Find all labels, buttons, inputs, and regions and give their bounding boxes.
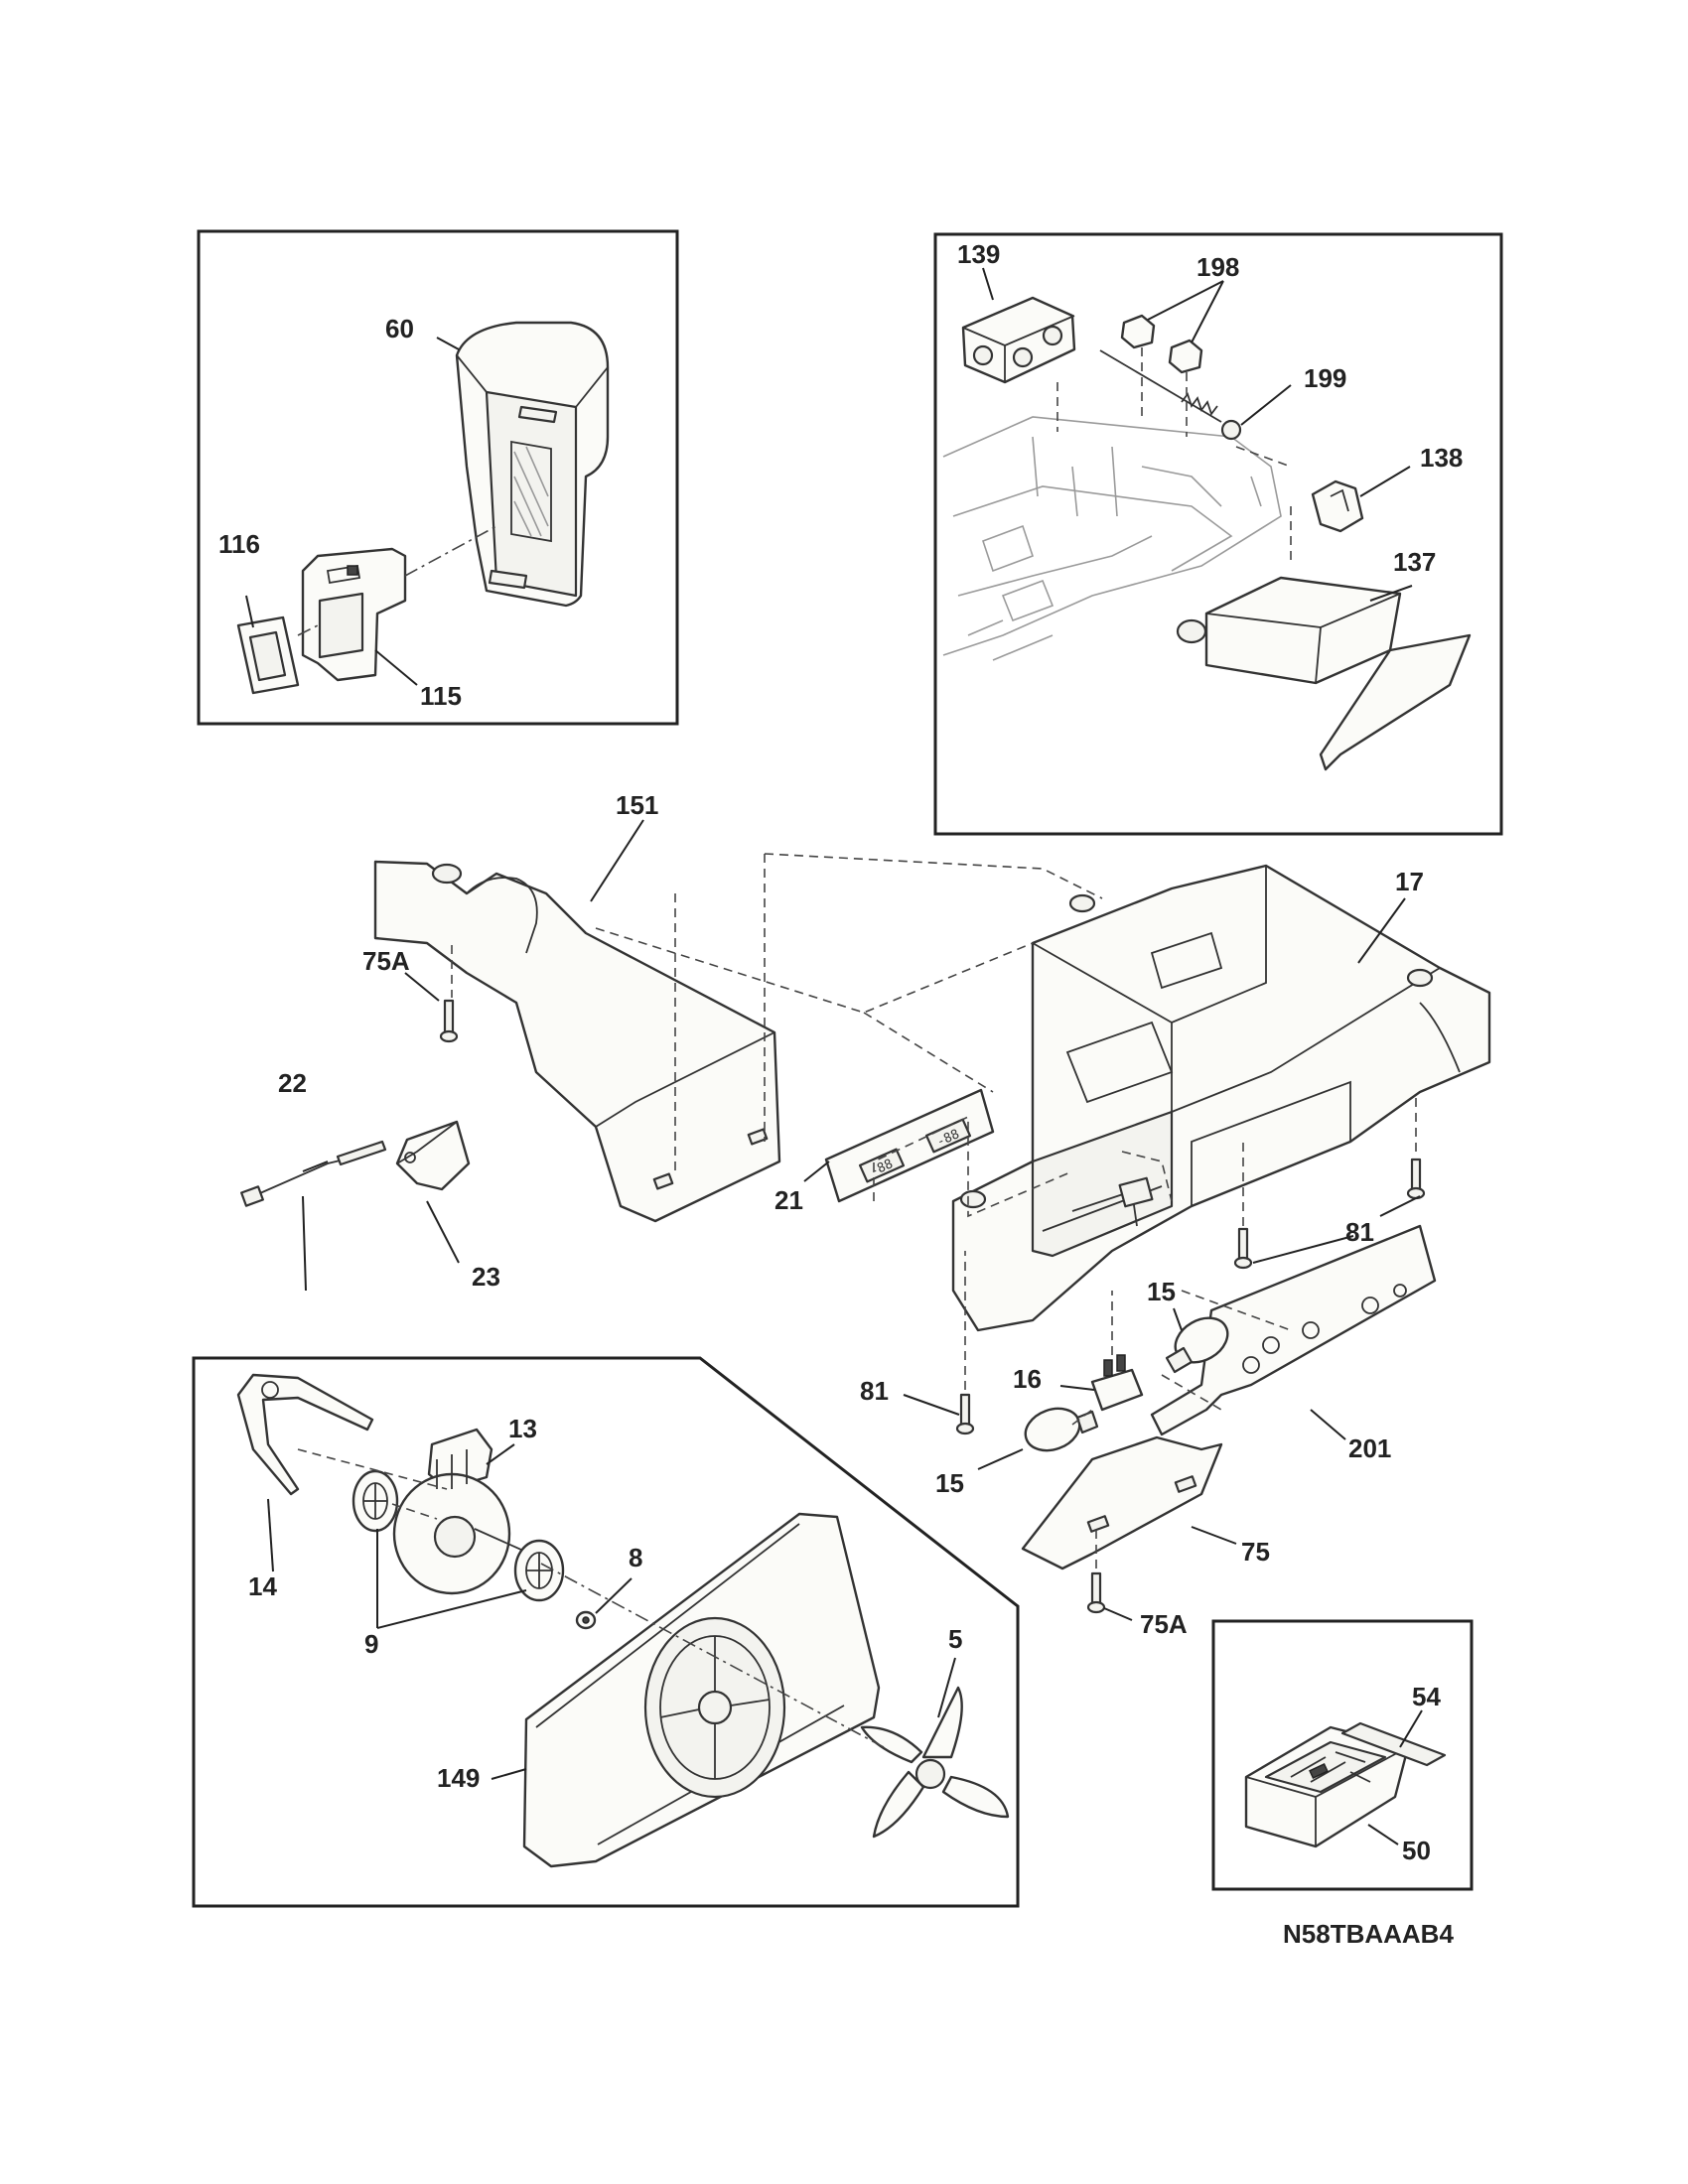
- inset-frame-top-left: [197, 229, 679, 726]
- callout-75a-top: 75A: [362, 946, 410, 976]
- inset-frame-bottom-right: [1211, 1619, 1474, 1891]
- callout-137: 137: [1393, 547, 1436, 577]
- screw-81-center: [1233, 1227, 1253, 1270]
- part-116-gasket: [236, 615, 300, 695]
- part-139-actuator-block: [961, 296, 1076, 384]
- part-75-light-cover: [1021, 1435, 1223, 1570]
- callout-16: 16: [1013, 1364, 1042, 1394]
- callout-75: 75: [1241, 1537, 1270, 1567]
- part-198-clips: [1120, 314, 1203, 374]
- part-14-bracket: [236, 1373, 374, 1496]
- inset-frame-top-right: [933, 232, 1503, 836]
- part-50-tray: [1244, 1725, 1410, 1848]
- callout-199: 199: [1304, 363, 1346, 393]
- part-23-cover: [395, 1120, 471, 1191]
- callout-151: 151: [616, 790, 658, 820]
- part-149-fan-shroud: [522, 1512, 881, 1868]
- part-201-control-overlay: [1150, 1224, 1437, 1436]
- part-9-grommet-right: [513, 1539, 565, 1602]
- part-5-fan-blade: [860, 1686, 1010, 1839]
- screw-81-right: [1406, 1158, 1426, 1200]
- callout-60: 60: [385, 314, 414, 343]
- diagram-code: N58TBAAAB4: [1283, 1919, 1454, 1949]
- screw-75a-top: [439, 999, 459, 1043]
- callout-13: 13: [508, 1414, 537, 1443]
- part-115-filter-base: [301, 547, 407, 682]
- callout-23: 23: [472, 1262, 500, 1292]
- callout-17: 17: [1395, 867, 1424, 896]
- part-16-light-socket: [1090, 1354, 1144, 1412]
- callout-81-right: 81: [1345, 1217, 1374, 1247]
- callout-75a-bottom: 75A: [1140, 1609, 1188, 1639]
- part-54-strip: [1340, 1721, 1447, 1767]
- part-13-fan-motor: [392, 1428, 542, 1595]
- screw-81-left: [955, 1393, 975, 1435]
- callout-14: 14: [248, 1571, 277, 1601]
- callout-115: 115: [420, 681, 462, 711]
- callout-9: 9: [364, 1629, 378, 1659]
- callout-5: 5: [948, 1624, 962, 1654]
- part-60-housing: [455, 321, 610, 608]
- part-21-display-board: -88 -88: [824, 1088, 995, 1203]
- screw-75a-bottom: [1086, 1571, 1106, 1614]
- inset-frame-bottom-left: [192, 1356, 1020, 1908]
- part-9-grommet-left: [352, 1469, 399, 1533]
- callout-54: 54: [1412, 1682, 1441, 1711]
- callout-8: 8: [629, 1543, 642, 1572]
- part-8-washer: [575, 1610, 597, 1630]
- callout-201: 201: [1348, 1433, 1391, 1463]
- part-15-bulb-upper: [1165, 1316, 1229, 1374]
- callout-139: 139: [957, 239, 1000, 269]
- part-138-bracket: [1311, 479, 1364, 533]
- part-151-air-duct: [373, 860, 781, 1223]
- part-15-bulb-lower: [1024, 1407, 1099, 1452]
- callout-198: 198: [1196, 252, 1239, 282]
- callout-15-top: 15: [1147, 1277, 1176, 1306]
- callout-81-left: 81: [860, 1376, 889, 1406]
- part-22-wire-harness: [240, 1140, 387, 1207]
- part-137-paddle: [1176, 576, 1472, 771]
- callout-116: 116: [218, 529, 260, 559]
- callout-138: 138: [1420, 443, 1463, 473]
- part-199-spring-rod: [1099, 349, 1242, 441]
- callout-149: 149: [437, 1763, 480, 1793]
- part-17-dispenser-housing: [951, 864, 1491, 1332]
- callout-21: 21: [774, 1185, 803, 1215]
- callout-15-bottom: 15: [935, 1468, 964, 1498]
- callout-22: 22: [278, 1068, 307, 1098]
- callout-50: 50: [1402, 1836, 1431, 1865]
- ghost-dispenser-outline: [942, 416, 1282, 661]
